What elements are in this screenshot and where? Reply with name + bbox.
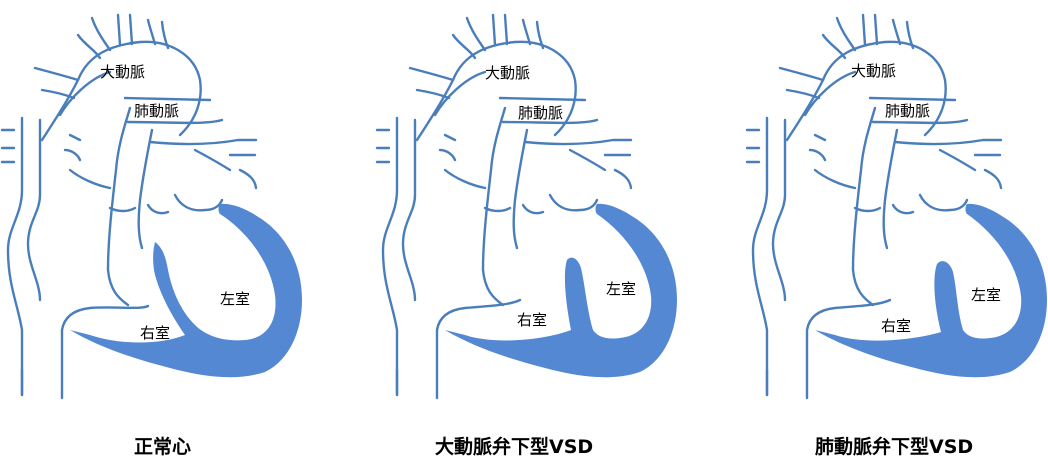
label-right-ventricle-subpulmonary: 右室 — [881, 317, 911, 335]
label-pulmonary-subaortic: 肺動脈 — [518, 104, 563, 122]
label-pulmonary-subpulmonary: 肺動脈 — [885, 102, 930, 120]
right-ventricle-outline-subaortic — [435, 298, 522, 400]
label-left-ventricle-subpulmonary: 左室 — [971, 286, 1001, 304]
label-aorta-normal: 大動脈 — [100, 63, 145, 81]
ventricular-wall-normal — [70, 203, 302, 378]
label-left-ventricle-subaortic: 左室 — [606, 280, 636, 298]
label-aorta-subaortic: 大動脈 — [485, 64, 530, 82]
panel-subaortic-vsd — [375, 13, 677, 400]
caption-normal: 正常心 — [134, 435, 191, 458]
label-right-ventricle-subaortic: 右室 — [517, 311, 547, 329]
label-right-ventricle-normal: 右室 — [140, 324, 170, 342]
ventricular-wall-subaortic — [445, 203, 677, 378]
label-pulmonary-normal: 肺動脈 — [134, 102, 179, 120]
panel-subpulmonary-vsd — [745, 13, 1047, 400]
label-left-ventricle-normal: 左室 — [220, 290, 250, 308]
panel-normal-heart — [0, 13, 302, 400]
ventricular-wall-subpulmonary — [815, 203, 1047, 378]
right-ventricle-outline-subpulmonary — [805, 298, 892, 400]
caption-subpulmonary: 肺動脈弁下型VSD — [815, 435, 973, 458]
caption-subaortic: 大動脈弁下型VSD — [435, 435, 593, 458]
right-ventricle-outline-normal — [60, 304, 150, 400]
label-aorta-subpulmonary: 大動脈 — [851, 62, 896, 80]
